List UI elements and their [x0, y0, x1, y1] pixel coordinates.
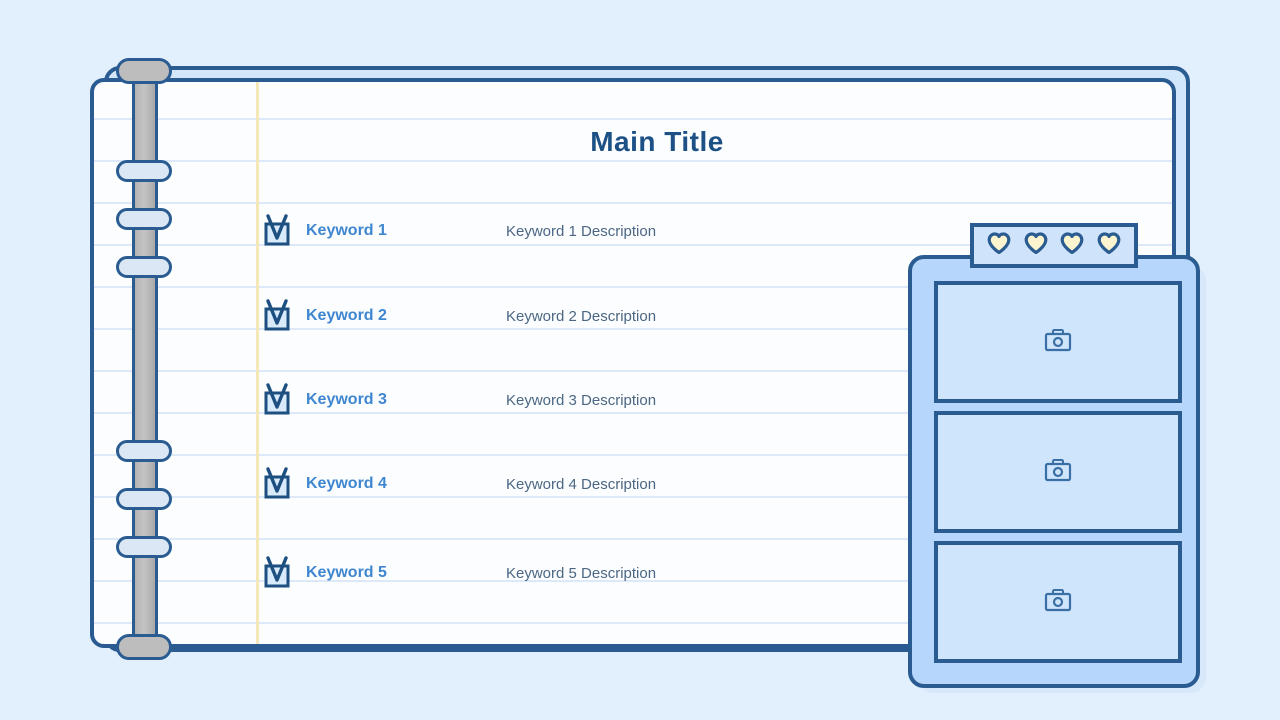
binding-ring — [116, 208, 172, 230]
keyword-label: Keyword 1 — [306, 222, 387, 239]
heart-icon[interactable] — [987, 232, 1011, 259]
photo-slot[interactable] — [934, 281, 1182, 403]
keyword-row[interactable]: Keyword 4 Keyword 4 Description — [262, 467, 962, 500]
keyword-row[interactable]: Keyword 5 Keyword 5 Description — [262, 556, 962, 589]
page-title: Main Title — [590, 126, 724, 157]
checkbox-checked-icon[interactable] — [262, 467, 306, 499]
binding-ring — [116, 160, 172, 182]
rule-line — [94, 538, 1172, 540]
rule-line — [94, 622, 1172, 624]
keyword-row[interactable]: Keyword 1 Keyword 1 Description — [262, 214, 962, 247]
heart-icon[interactable] — [1024, 232, 1048, 259]
camera-icon — [1044, 588, 1072, 617]
notebook-page — [90, 78, 1176, 648]
binding-cap-bottom — [116, 634, 172, 660]
keyword-description: Keyword 3 Description — [506, 391, 657, 409]
binding-ring — [116, 440, 172, 462]
keyword-description: Keyword 2 Description — [506, 307, 657, 325]
hearts-rating-bar[interactable] — [970, 223, 1138, 268]
ruled-lines — [94, 82, 1172, 644]
binding-cap-top — [116, 58, 172, 84]
camera-icon — [1044, 328, 1072, 357]
margin-line — [256, 82, 259, 644]
rule-line — [94, 412, 1172, 414]
photo-panel — [908, 255, 1200, 688]
rule-line — [94, 286, 1172, 288]
binding-ring — [116, 536, 172, 558]
rule-line — [94, 244, 1172, 246]
photo-slot[interactable] — [934, 411, 1182, 533]
rule-line — [94, 454, 1172, 456]
rule-line — [94, 118, 1172, 120]
rule-line — [94, 496, 1172, 498]
rule-line — [94, 328, 1172, 330]
binding-ring — [116, 256, 172, 278]
keyword-row[interactable]: Keyword 3 Keyword 3 Description — [262, 383, 962, 416]
binding-ring — [116, 488, 172, 510]
checkbox-checked-icon[interactable] — [262, 556, 306, 588]
rule-line — [94, 160, 1172, 162]
rule-line — [94, 202, 1172, 204]
keyword-label: Keyword 3 — [306, 391, 387, 408]
checkbox-checked-icon[interactable] — [262, 383, 306, 415]
keyword-description: Keyword 5 Description — [506, 564, 657, 582]
keyword-label: Keyword 4 — [306, 475, 387, 492]
rule-line — [94, 580, 1172, 582]
notebook-binding — [116, 58, 172, 660]
keyword-label: Keyword 2 — [306, 307, 387, 324]
rule-line — [94, 370, 1172, 372]
camera-icon — [1044, 458, 1072, 487]
checkbox-checked-icon[interactable] — [262, 299, 306, 331]
keyword-row[interactable]: Keyword 2 Keyword 2 Description — [262, 299, 962, 332]
keyword-description: Keyword 1 Description — [506, 222, 657, 240]
photo-slot[interactable] — [934, 541, 1182, 663]
checkbox-checked-icon[interactable] — [262, 214, 306, 246]
keyword-label: Keyword 5 — [306, 564, 387, 581]
keyword-description: Keyword 4 Description — [506, 475, 657, 493]
heart-icon[interactable] — [1060, 232, 1084, 259]
binding-spine — [132, 62, 158, 656]
heart-icon[interactable] — [1097, 232, 1121, 259]
